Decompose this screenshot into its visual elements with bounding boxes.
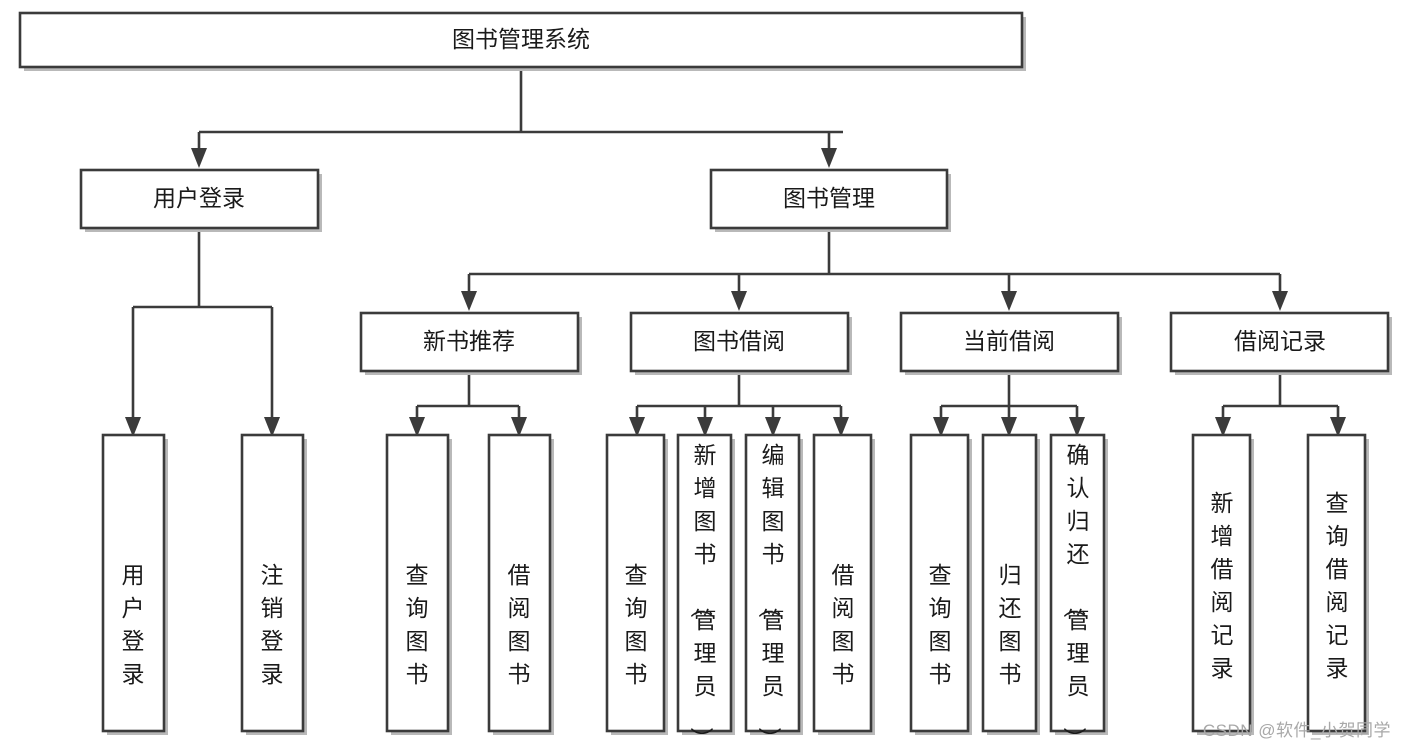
arrowhead-user-login (191, 148, 207, 168)
node-new-book-rec-label: 新书推荐 (423, 328, 515, 354)
arrowhead-new-book-rec (461, 291, 477, 311)
arrowhead-leaf-query-book-2 (629, 417, 645, 437)
node-leaf-user-logout[interactable]: 注销登录 (240, 433, 307, 735)
connector-group-borrow-record (1215, 375, 1346, 437)
node-leaf-query-book-1[interactable]: 查询图书 (385, 433, 452, 735)
arrowhead-leaf-query-book-1 (409, 417, 425, 437)
node-book-manage-label: 图书管理 (783, 185, 875, 211)
node-borrow-record-label: 借阅记录 (1234, 328, 1326, 354)
node-new-book-rec[interactable]: 新书推荐 (359, 311, 582, 375)
node-leaf-add-book-label: 新增图书（管理员） (689, 442, 717, 747)
node-leaf-borrow-book-2-label: 借阅图书 (832, 562, 855, 687)
arrowhead-book-manage (821, 148, 837, 168)
node-book-manage[interactable]: 图书管理 (709, 168, 951, 232)
connector-group-root (191, 67, 843, 168)
node-current-borrow-label: 当前借阅 (963, 328, 1055, 354)
node-leaf-edit-book-label: 编辑图书（管理员） (757, 442, 785, 747)
arrowhead-leaf-borrow-book-1 (511, 417, 527, 437)
node-leaf-edit-book[interactable]: 编辑图书（管理员） (744, 433, 803, 747)
node-leaf-add-record[interactable]: 新增借阅记录 (1191, 433, 1254, 735)
node-root-label: 图书管理系统 (452, 26, 590, 52)
node-leaf-borrow-book-1[interactable]: 借阅图书 (487, 433, 554, 735)
connector-group-book-borrow (629, 375, 849, 437)
arrowhead-current-borrow (1001, 291, 1017, 311)
arrowhead-leaf-query-book-3 (933, 417, 949, 437)
node-leaf-return-book[interactable]: 归还图书 (981, 433, 1040, 735)
node-leaf-query-book-2-label: 查询图书 (625, 562, 648, 687)
arrowhead-leaf-user-login (125, 417, 141, 437)
node-leaf-confirm-return[interactable]: 确认归还（管理员） (1049, 433, 1108, 747)
node-leaf-add-record-label: 新增借阅记录 (1211, 490, 1234, 681)
arrowhead-book-borrow (731, 291, 747, 311)
arrowhead-leaf-edit-book (765, 417, 781, 437)
connector-group-user-login (125, 232, 280, 437)
node-leaf-confirm-return-label: 确认归还（管理员） (1062, 442, 1090, 747)
node-user-login[interactable]: 用户登录 (79, 168, 322, 232)
node-leaf-query-book-3-label: 查询图书 (929, 562, 952, 687)
node-book-borrow-label: 图书借阅 (693, 328, 785, 354)
node-leaf-query-record-label: 查询借阅记录 (1326, 490, 1349, 681)
node-leaf-query-book-2[interactable]: 查询图书 (605, 433, 668, 735)
arrowhead-leaf-query-record (1330, 417, 1346, 437)
arrowhead-leaf-borrow-book-2 (833, 417, 849, 437)
node-leaf-user-login-label: 用户登录 (122, 562, 145, 687)
node-leaf-query-record[interactable]: 查询借阅记录 (1306, 433, 1369, 735)
arrowhead-leaf-return-book (1001, 417, 1017, 437)
connector-group-current-borrow (933, 375, 1085, 437)
node-leaf-add-book[interactable]: 新增图书（管理员） (676, 433, 735, 747)
node-leaf-user-login[interactable]: 用户登录 (101, 433, 168, 735)
node-root[interactable]: 图书管理系统 (18, 11, 1026, 71)
arrowhead-leaf-add-book (697, 417, 713, 437)
node-user-login-label: 用户登录 (153, 185, 245, 211)
node-book-borrow[interactable]: 图书借阅 (629, 311, 852, 375)
connector-group-new-book-rec (409, 375, 527, 437)
arrowhead-leaf-add-record (1215, 417, 1231, 437)
node-leaf-return-book-label: 归还图书 (999, 562, 1022, 687)
arrowhead-leaf-confirm-return (1069, 417, 1085, 437)
node-leaf-borrow-book-1-label: 借阅图书 (508, 562, 531, 687)
arrowhead-leaf-user-logout (264, 417, 280, 437)
node-leaf-query-book-3[interactable]: 查询图书 (909, 433, 972, 735)
node-borrow-record[interactable]: 借阅记录 (1169, 311, 1392, 375)
node-current-borrow[interactable]: 当前借阅 (899, 311, 1122, 375)
node-leaf-query-book-1-label: 查询图书 (406, 562, 429, 687)
connector-group-book-manage (461, 232, 1288, 311)
node-leaf-user-logout-label: 注销登录 (261, 562, 284, 687)
node-leaf-borrow-book-2[interactable]: 借阅图书 (812, 433, 875, 735)
arrowhead-borrow-record (1272, 291, 1288, 311)
